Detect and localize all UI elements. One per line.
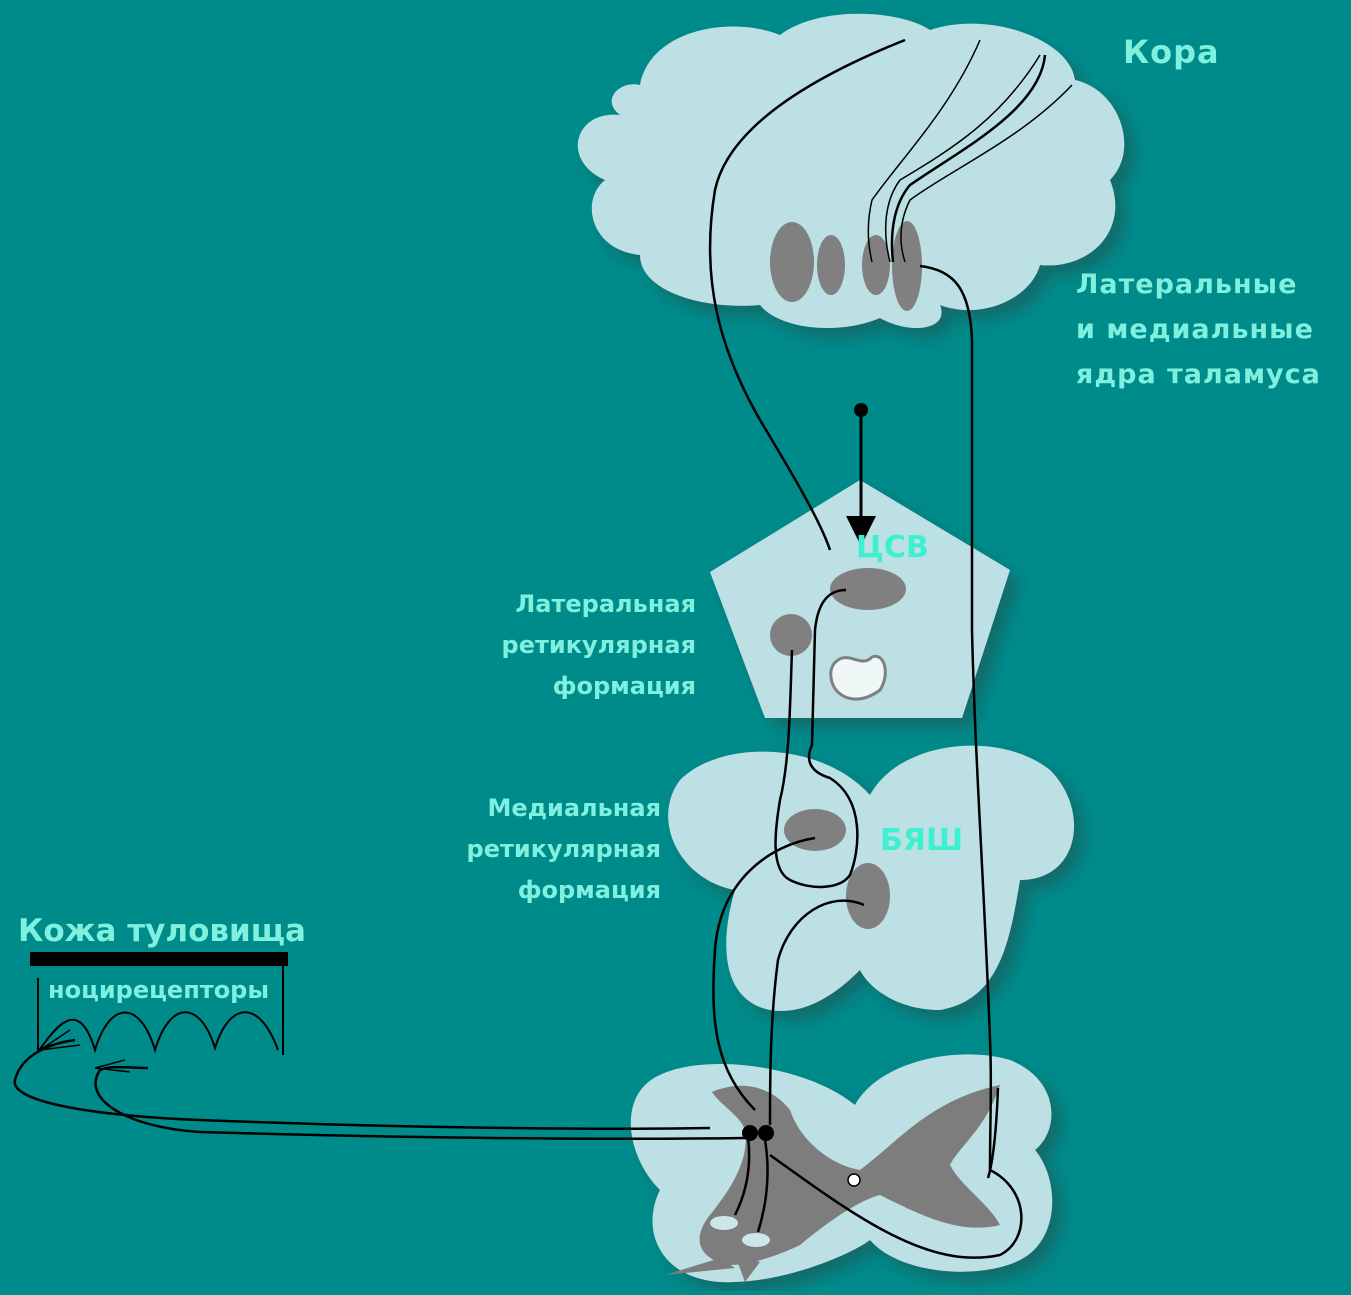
- label-thalamus-nuclei: Латеральные и медиальные ядра таламуса: [1076, 262, 1321, 397]
- thalamus-nucleus-3: [862, 235, 890, 295]
- label-skin: Кожа туловища: [18, 913, 306, 949]
- label-byash: БЯШ: [880, 823, 963, 858]
- csv-nucleus: [830, 568, 906, 610]
- byash-nucleus: [846, 863, 890, 929]
- aqueduct: [831, 656, 886, 699]
- label-medial-reticular-line2: ретикулярная: [467, 829, 661, 870]
- label-medial-reticular: Медиальная ретикулярная формация: [467, 788, 661, 911]
- label-medial-reticular-line3: формация: [467, 870, 661, 911]
- lateral-reticular-nucleus: [770, 614, 812, 656]
- skin-bar: [30, 952, 288, 966]
- label-lateral-reticular-line1: Латеральная: [502, 584, 696, 625]
- label-lateral-reticular-line3: формация: [502, 666, 696, 707]
- label-lateral-reticular-line2: ретикулярная: [502, 625, 696, 666]
- label-medial-reticular-line1: Медиальная: [467, 788, 661, 829]
- label-nociceptors: ноцирецепторы: [48, 976, 269, 1004]
- label-csv: ЦСВ: [856, 530, 929, 565]
- thalamus-nucleus-1: [770, 222, 814, 302]
- thalamus-nucleus-2: [817, 235, 845, 295]
- label-cortex: Кора: [1123, 33, 1220, 71]
- afferent-fiber-1: [15, 1040, 710, 1129]
- medial-reticular-nucleus: [784, 809, 846, 851]
- label-thalamus-line1: Латеральные: [1076, 262, 1321, 307]
- label-thalamus-line3: ядра таламуса: [1076, 352, 1321, 397]
- label-thalamus-line2: и медиальные: [1076, 307, 1321, 352]
- label-lateral-reticular: Латеральная ретикулярная формация: [502, 584, 696, 707]
- afferent-arrowheads: [40, 1030, 130, 1072]
- cortex-region: [578, 14, 1124, 328]
- thalamus-nucleus-4: [892, 221, 922, 311]
